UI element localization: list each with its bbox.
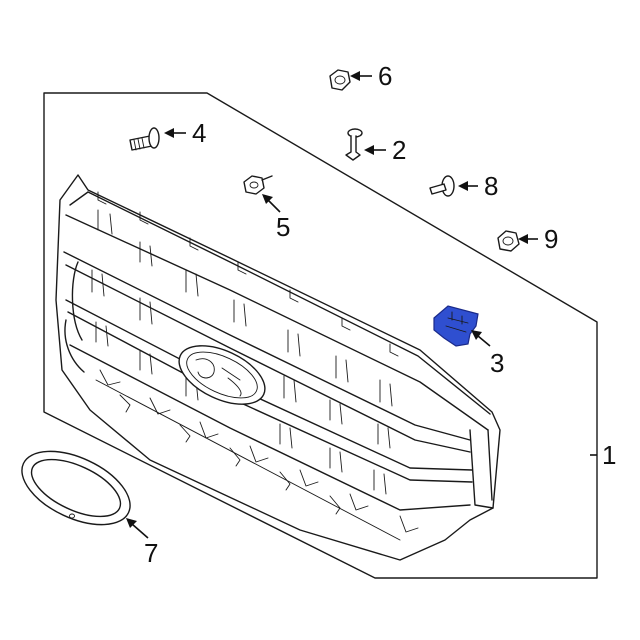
callout-4: 4: [164, 118, 206, 148]
callout-label-9: 9: [544, 224, 558, 254]
part-5-stud: [243, 175, 273, 195]
assembly-boundary: [43, 92, 598, 579]
callout-9: 9: [518, 224, 558, 254]
callout-7: 7: [126, 518, 158, 568]
part-4-bolt: [129, 127, 160, 151]
callout-2: 2: [364, 135, 406, 165]
callout-label-3: 3: [490, 348, 504, 378]
callout-label-8: 8: [484, 171, 498, 201]
part-9-nut: [497, 230, 520, 252]
callout-6: 6: [350, 61, 392, 91]
callout-label-1: 1: [602, 440, 616, 470]
callout-label-7: 7: [144, 538, 158, 568]
part-8-fastener: [429, 175, 455, 197]
part-6-nut: [329, 69, 351, 91]
callout-5: 5: [262, 194, 290, 242]
callout-label-4: 4: [192, 118, 206, 148]
callout-3: 3: [471, 330, 504, 378]
part-3-bracket: [433, 305, 479, 347]
callout-label-5: 5: [276, 212, 290, 242]
grille-assembly: [55, 174, 501, 561]
callout-label-2: 2: [392, 135, 406, 165]
part-7-emblem-ring: [21, 450, 131, 526]
part-2-pin: [345, 128, 363, 161]
callout-1: 1: [590, 440, 616, 470]
callout-label-6: 6: [378, 61, 392, 91]
callout-8: 8: [458, 171, 498, 201]
